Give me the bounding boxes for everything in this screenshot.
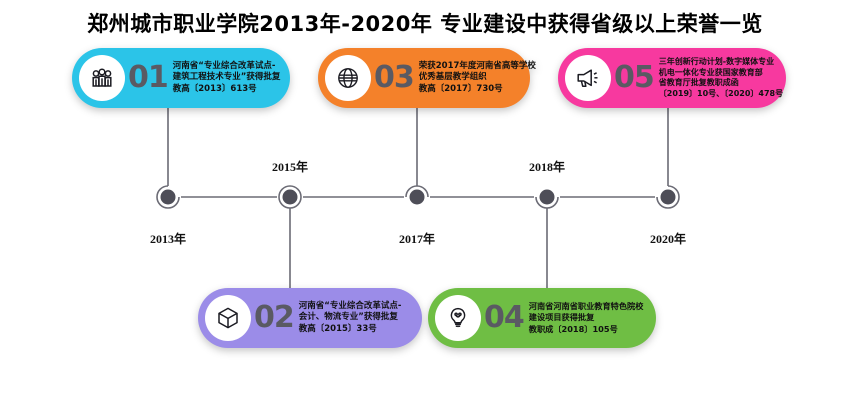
card-number-03: 03 [374, 60, 415, 95]
node-dot-2015 [282, 189, 298, 205]
card-text-line: 机电一体化专业获国家教育部 [658, 67, 763, 77]
cube-box-icon [215, 305, 241, 331]
card-text-line: 河南省“专业综合改革试点- [298, 300, 402, 311]
card-text-line: 教职成〔2018〕105号 [528, 323, 618, 334]
node-dot-2013 [160, 189, 176, 205]
card-text-line: 荣获2017年度河南省高等学校 [418, 60, 536, 71]
card-number-04: 04 [484, 300, 525, 335]
card-text-05: 三年创新行动计划-数字媒体专业 机电一体化专业获国家教育部 省教育厅批复教职成函… [659, 57, 783, 99]
milestone-card-05[interactable]: 05 三年创新行动计划-数字媒体专业 机电一体化专业获国家教育部 省教育厅批复教… [558, 48, 786, 108]
card-text-line: 建设项目获得批复 [528, 312, 595, 323]
card-text-line: 教高〔2015〕33号 [298, 323, 377, 334]
milestone-card-03[interactable]: 03 荣获2017年度河南省高等学校 优秀基层教学组织 教高〔2017〕730号 [318, 48, 536, 108]
axis-connectors [167, 108, 669, 288]
year-label-2013: 2013年 [150, 232, 187, 246]
icon-badge-02 [205, 295, 251, 341]
milestone-card-04[interactable]: 04 河南省河南省职业教育特色院校 建设项目获得批复 教职成〔2018〕105号 [428, 288, 656, 348]
year-label-2018: 2018年 [529, 160, 566, 174]
card-text-line: 河南省河南省职业教育特色院校 [528, 300, 644, 311]
card-text-line: 〔2019〕10号、〔2020〕478号 [658, 88, 784, 98]
globe-icon [335, 65, 361, 91]
card-text-03: 荣获2017年度河南省高等学校 优秀基层教学组织 教高〔2017〕730号 [419, 61, 536, 96]
card-text-line: 优秀基层教学组织 [418, 72, 487, 83]
people-group-icon [89, 65, 115, 91]
card-text-line: 教高〔2013〕613号 [172, 83, 257, 94]
megaphone-icon [575, 65, 601, 91]
milestone-card-02[interactable]: 02 河南省“专业综合改革试点- 会计、物流专业”获得批复 教高〔2015〕33… [198, 288, 422, 348]
card-text-02: 河南省“专业综合改革试点- 会计、物流专业”获得批复 教高〔2015〕33号 [299, 301, 414, 336]
page-title: 郑州城市职业学院2013年-2020年 专业建设中获得省级以上荣誉一览 [87, 12, 763, 36]
card-text-line: 建筑工程技术专业”获得批复 [172, 72, 281, 83]
card-number-05: 05 [614, 60, 655, 95]
card-number-02: 02 [254, 300, 295, 335]
node-dot-2017 [409, 189, 425, 205]
year-label-2015: 2015年 [272, 160, 309, 174]
icon-badge-05 [565, 55, 611, 101]
icon-badge-04 [435, 295, 481, 341]
axis-nodes [156, 185, 680, 209]
icon-badge-03 [325, 55, 371, 101]
year-label-2017: 2017年 [399, 232, 436, 246]
card-text-line: 河南省“专业综合改革试点- [172, 60, 276, 71]
card-text-04: 河南省河南省职业教育特色院校 建设项目获得批复 教职成〔2018〕105号 [529, 301, 648, 336]
card-number-01: 01 [128, 60, 169, 95]
node-dot-2020 [660, 189, 676, 205]
card-text-line: 省教育厅批复教职成函 [658, 78, 739, 87]
card-text-line: 教高〔2017〕730号 [418, 83, 503, 94]
card-text-line: 会计、物流专业”获得批复 [298, 312, 398, 323]
icon-badge-01 [79, 55, 125, 101]
node-dot-2018 [539, 189, 555, 205]
lightbulb-icon [445, 305, 471, 331]
milestone-card-01[interactable]: 01 河南省“专业综合改革试点- 建筑工程技术专业”获得批复 教高〔2013〕6… [72, 48, 290, 108]
year-label-2020: 2020年 [650, 232, 687, 246]
card-text-01: 河南省“专业综合改革试点- 建筑工程技术专业”获得批复 教高〔2013〕613号 [173, 61, 282, 96]
card-text-line: 三年创新行动计划-数字媒体专业 [658, 57, 775, 66]
